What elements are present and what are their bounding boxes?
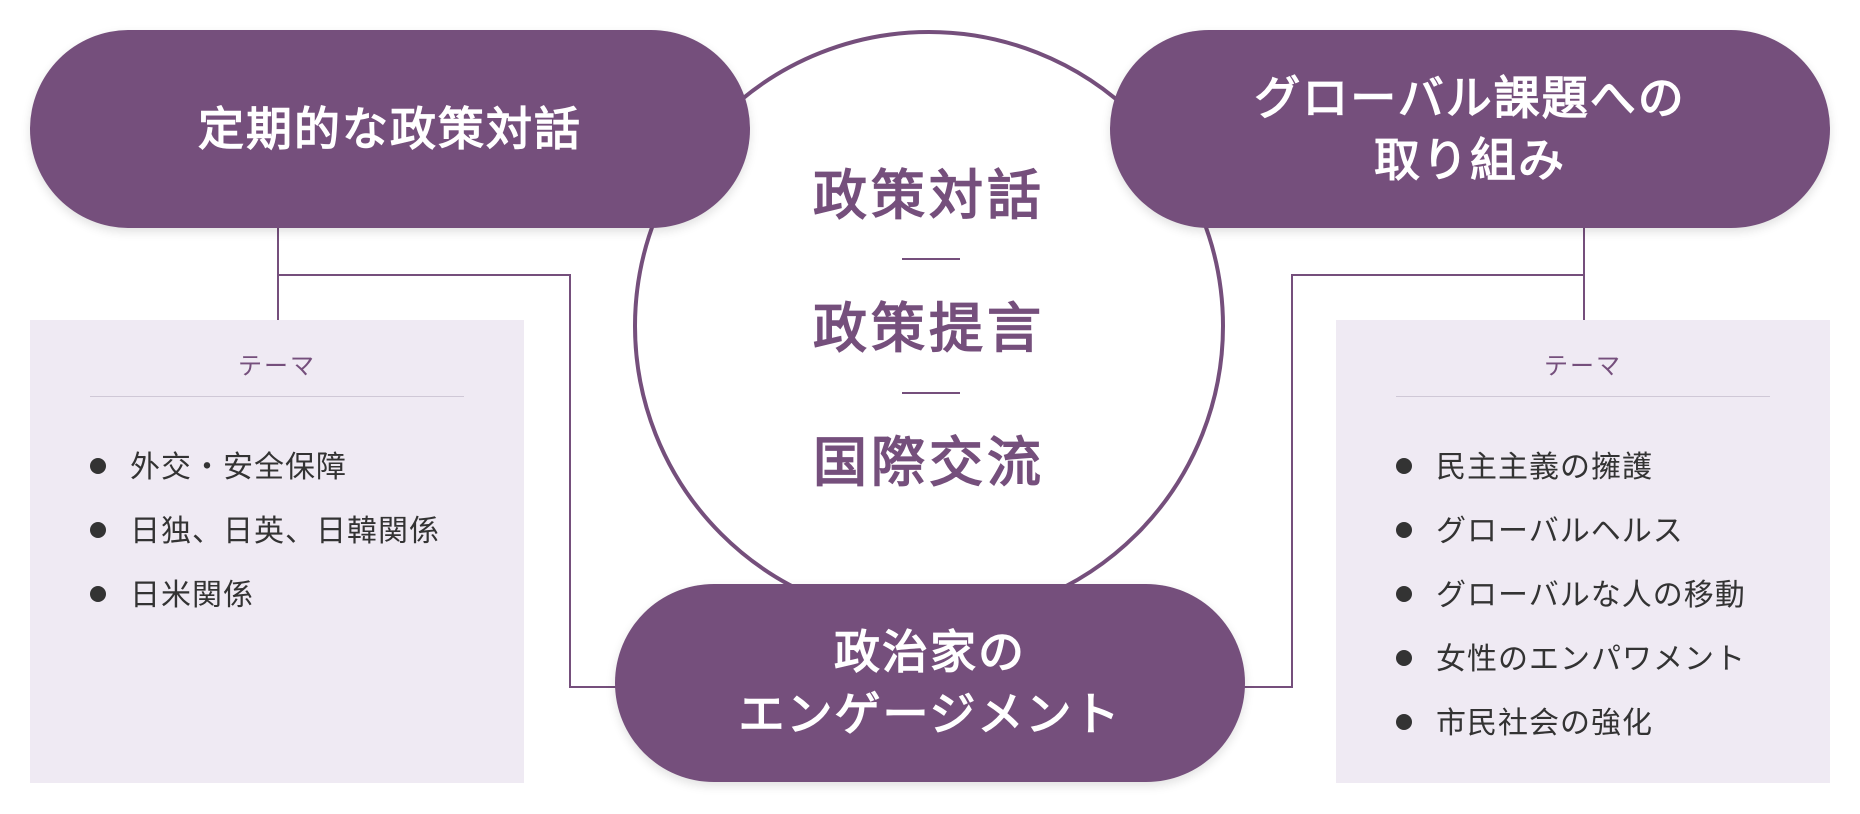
center-separator-2 bbox=[902, 392, 960, 394]
center-text-policy-dialogue: 政策対話 bbox=[813, 163, 1045, 227]
bullet-icon bbox=[1396, 713, 1412, 730]
list-item: 日独、日英、日韓関係 bbox=[90, 506, 440, 550]
list-item: 民主主義の擁護 bbox=[1396, 442, 1653, 486]
list-item-label: 女性のエンパワメント bbox=[1436, 642, 1746, 677]
bullet-icon bbox=[90, 521, 106, 538]
list-item: 女性のエンパワメント bbox=[1396, 634, 1746, 678]
connector-top-right-to-bottom bbox=[1240, 274, 1584, 688]
pill-global-issues-line1: グローバル課題への bbox=[1254, 71, 1686, 125]
bullet-icon bbox=[1396, 649, 1412, 666]
center-separator-1 bbox=[902, 258, 960, 260]
list-item-label: 日独、日英、日韓関係 bbox=[130, 514, 440, 549]
list-item-label: 民主主義の擁護 bbox=[1436, 450, 1653, 485]
list-item-label: 日米関係 bbox=[130, 578, 254, 613]
panel-right-title: テーマ bbox=[1544, 352, 1622, 380]
panel-right-themes: テーマ 民主主義の擁護 グローバルヘルス グローバルな人の移動 女性のエンパワメ… bbox=[1336, 320, 1830, 783]
pill-regular-policy-dialogue-label: 定期的な政策対話 bbox=[198, 102, 582, 156]
bullet-icon bbox=[1396, 457, 1412, 474]
panel-right-divider bbox=[1396, 396, 1770, 397]
list-item-label: グローバルな人の移動 bbox=[1436, 578, 1746, 613]
list-item: 日米関係 bbox=[90, 570, 254, 614]
panel-left-divider bbox=[90, 396, 464, 397]
list-item: 外交・安全保障 bbox=[90, 442, 347, 486]
pill-politician-engagement-line1: 政治家の bbox=[834, 625, 1026, 679]
list-item: グローバルな人の移動 bbox=[1396, 570, 1746, 614]
panel-left-title: テーマ bbox=[238, 352, 316, 380]
list-item-label: 市民社会の強化 bbox=[1436, 706, 1653, 741]
bullet-icon bbox=[1396, 521, 1412, 538]
pill-global-issues: グローバル課題への 取り組み bbox=[1110, 30, 1830, 228]
pill-politician-engagement-line2: エンゲージメント bbox=[738, 687, 1122, 741]
panel-left-themes: テーマ 外交・安全保障 日独、日英、日韓関係 日米関係 bbox=[30, 320, 524, 783]
connector-top-left-to-bottom bbox=[278, 274, 620, 688]
center-text-policy-proposal: 政策提言 bbox=[813, 296, 1045, 360]
list-item-label: 外交・安全保障 bbox=[130, 450, 347, 485]
list-item: 市民社会の強化 bbox=[1396, 698, 1653, 742]
bullet-icon bbox=[90, 585, 106, 602]
center-text-international-exchange: 国際交流 bbox=[813, 430, 1045, 494]
list-item: グローバルヘルス bbox=[1396, 506, 1684, 550]
pill-global-issues-line2: 取り組み bbox=[1374, 133, 1566, 187]
list-item-label: グローバルヘルス bbox=[1436, 514, 1684, 549]
pill-politician-engagement: 政治家の エンゲージメント bbox=[615, 584, 1245, 782]
bullet-icon bbox=[1396, 585, 1412, 602]
bullet-icon bbox=[90, 457, 106, 474]
pill-regular-policy-dialogue: 定期的な政策対話 bbox=[30, 30, 750, 228]
